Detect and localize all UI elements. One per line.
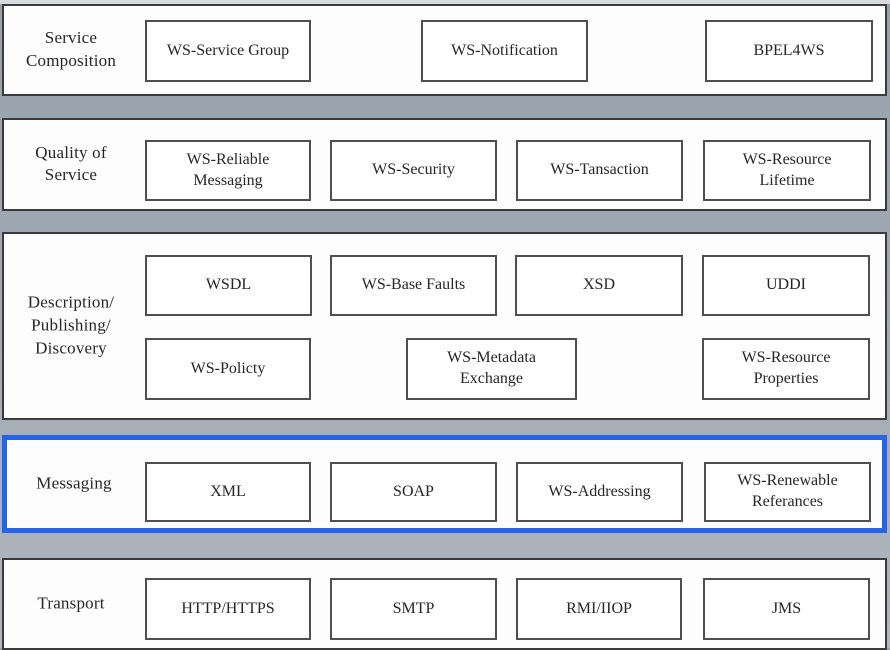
layer-service-composition: Service Composition WS-Service Group WS-… [2, 4, 887, 96]
box-wsdl: WSDL [145, 255, 312, 316]
box-soap: SOAP [330, 462, 497, 522]
box-ws-renewable-referances: WS-Renewable Referances [704, 462, 871, 522]
box-http-https: HTTP/HTTPS [145, 578, 311, 640]
layer-messaging: Messaging XML SOAP WS-Addressing WS-Rene… [2, 435, 887, 533]
layer-transport: Transport HTTP/HTTPS SMTP RMI/IIOP JMS [2, 558, 887, 650]
box-ws-notification: WS-Notification [421, 20, 588, 82]
box-uddi: UDDI [702, 255, 870, 316]
box-xsd: XSD [515, 255, 683, 316]
box-ws-policty: WS-Policty [145, 338, 311, 400]
box-ws-tansaction: WS-Tansaction [516, 140, 683, 201]
box-bpel4ws: BPEL4WS [705, 20, 873, 82]
layer-label-description-publishing-discovery: Description/ Publishing/ Discovery [27, 292, 115, 358]
layer-description-publishing-discovery: Description/ Publishing/ Discovery WSDL … [2, 232, 887, 420]
layer-label-transport: Transport [37, 593, 105, 613]
box-ws-resource-properties: WS-Resource Properties [702, 338, 870, 400]
box-rmi-iiop: RMI/IIOP [516, 578, 682, 640]
box-ws-addressing: WS-Addressing [516, 462, 683, 522]
box-smtp: SMTP [330, 578, 497, 640]
layer-label-quality-of-service: Quality of Service [35, 142, 107, 185]
box-ws-reliable-messaging: WS-Reliable Messaging [145, 140, 311, 201]
box-ws-metadata-exchange: WS-Metadata Exchange [406, 338, 577, 400]
layer-label-service-composition: Service Composition [25, 28, 117, 70]
top-edge-highlight [0, 0, 890, 4]
box-xml: XML [145, 462, 311, 522]
box-ws-security: WS-Security [330, 140, 497, 201]
box-ws-base-faults: WS-Base Faults [330, 255, 497, 316]
box-ws-resource-lifetime: WS-Resource Lifetime [703, 140, 871, 201]
box-ws-service-group: WS-Service Group [145, 20, 311, 82]
layer-label-messaging: Messaging [36, 473, 112, 493]
layer-quality-of-service: Quality of Service WS-Reliable Messaging… [2, 118, 887, 211]
box-jms: JMS [703, 578, 870, 640]
